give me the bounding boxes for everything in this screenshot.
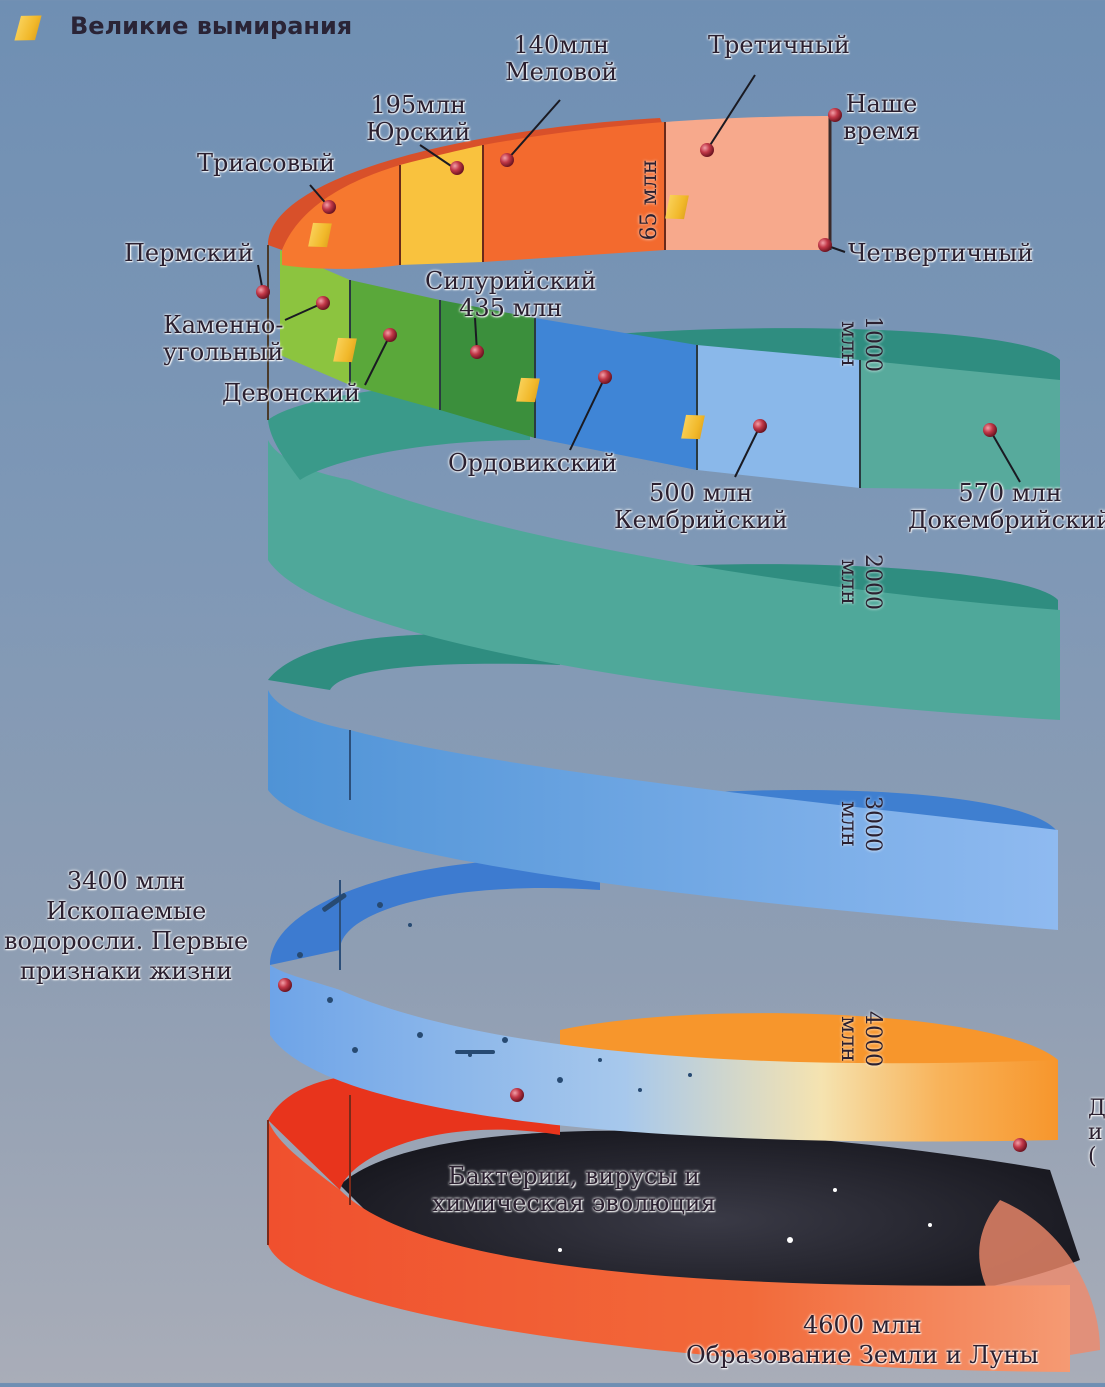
marker-cretaceous — [500, 153, 514, 167]
label-first-life: 3400 млн Ископаемые водоросли. Первые пр… — [4, 866, 248, 986]
label-now: Наше время — [843, 91, 920, 145]
label-1000-line2: млн — [836, 321, 861, 367]
label-carboniferous-line1: Каменно- — [163, 311, 284, 339]
marker-quaternary — [818, 238, 832, 252]
band-3400-back — [270, 858, 600, 965]
band-life — [270, 965, 1058, 1142]
band-earth-formation — [268, 1120, 1070, 1372]
label-precambrian-name: Докембрийский — [908, 506, 1105, 534]
label-life-line4: признаки жизни — [19, 957, 233, 985]
period-markers — [256, 108, 1027, 1152]
fossil-specks — [297, 893, 692, 1092]
marker-permian — [256, 285, 270, 299]
label-precambrian: 570 млн Докембрийский — [908, 480, 1105, 534]
marker-bacteria — [510, 1088, 524, 1102]
label-4000-million: 4000 млн — [836, 1009, 885, 1069]
label-cretaceous: 140млн Меловой — [505, 32, 617, 86]
extinction-diamond-icon — [681, 414, 705, 440]
marker-precambrian — [983, 423, 997, 437]
extinction-diamond-icon — [665, 194, 689, 220]
legend-label: Великие вымирания — [70, 12, 353, 40]
label-carboniferous-line2: угольный — [163, 338, 284, 366]
label-life-line3: водоросли. Первые — [4, 927, 249, 955]
label-bacteria: Бактерии, вирусы и химическая эволюция — [432, 1163, 716, 1217]
label-bacteria-line1: Бактерии, вирусы и — [447, 1162, 701, 1190]
marker-silurian — [470, 345, 484, 359]
label-jurassic-age: 195млн — [370, 91, 467, 119]
label-silurian: Силурийский 435 млн — [425, 268, 597, 322]
label-2000-line2: млн — [836, 559, 861, 605]
marker-earth-cut — [1013, 1138, 1027, 1152]
marker-carboniferous — [316, 296, 330, 310]
label-cut-line1: Д — [1088, 1096, 1105, 1121]
label-now-line2: время — [843, 117, 920, 145]
marker-cambrian — [753, 419, 767, 433]
label-silurian-name: Силурийский — [425, 267, 597, 295]
marker-now — [828, 108, 842, 122]
label-life-line2: Ископаемые — [45, 897, 207, 925]
band-1000-back — [600, 328, 1060, 385]
band-devonian — [350, 280, 440, 410]
marker-jurassic — [450, 161, 464, 175]
label-cretaceous-name: Меловой — [505, 58, 618, 86]
label-cambrian-name: Кембрийский — [614, 506, 788, 534]
label-cut-line2: и — [1088, 1120, 1103, 1145]
label-1000-line1: 1000 — [860, 316, 885, 372]
label-carboniferous: Каменно- угольный — [163, 312, 284, 366]
band-cretaceous — [483, 122, 665, 262]
band-precambrian — [860, 360, 1060, 490]
label-bacteria-line2: химическая эволюция — [432, 1189, 716, 1217]
band-cambrian — [697, 345, 860, 488]
label-quaternary: Четвертичный — [848, 239, 1034, 267]
band-2000 — [268, 440, 1060, 720]
label-3000-million: 3000 млн — [836, 794, 885, 854]
band-silurian — [440, 300, 535, 438]
label-jurassic: 195млн Юрский — [366, 92, 470, 146]
marker-triassic — [322, 200, 336, 214]
label-permian: Пермский — [124, 239, 254, 267]
label-4000-line1: 4000 — [860, 1011, 885, 1067]
label-earth-name: Образование Земли и Луны — [686, 1341, 1039, 1369]
label-2000-million: 2000 млн — [836, 552, 885, 612]
label-cambrian-age: 500 млн — [649, 479, 753, 507]
extinction-diamond-icon — [308, 222, 332, 248]
label-life-line1: 3400 млн — [66, 867, 186, 895]
label-cambrian: 500 млн Кембрийский — [614, 480, 788, 534]
marker-ordovician — [598, 370, 612, 384]
extinction-diamond-icon — [333, 337, 357, 363]
extinction-diamond-icon — [516, 377, 540, 403]
label-1000-million: 1000 млн — [836, 314, 885, 374]
marker-life — [278, 978, 292, 992]
label-3000-line2: млн — [836, 801, 861, 847]
band-carboniferous — [280, 250, 350, 385]
label-devonian: Девонский — [222, 379, 361, 407]
band-tertiary — [665, 116, 830, 250]
band-3000 — [268, 690, 1058, 930]
label-3000-line1: 3000 — [860, 796, 885, 852]
band-jurassic — [400, 145, 483, 265]
label-cretaceous-age: 140млн — [513, 31, 610, 59]
label-triassic: Триасовый — [197, 149, 336, 177]
label-4000-line2: млн — [836, 1016, 861, 1062]
diamond-icon — [14, 15, 42, 41]
label-cut-off: Д и ( — [1088, 1097, 1105, 1169]
label-2000-line1: 2000 — [860, 554, 885, 610]
label-tertiary: Третичный — [708, 31, 850, 59]
marker-devonian — [383, 328, 397, 342]
label-earth-age: 4600 млн — [802, 1311, 922, 1339]
label-silurian-age: 435 млн — [459, 294, 563, 322]
band-ordovician — [535, 318, 697, 470]
label-precambrian-age: 570 млн — [958, 479, 1062, 507]
label-65-million: 65 млн — [637, 159, 662, 241]
label-earth-formation: 4600 млн Образование Земли и Луны — [686, 1310, 1039, 1370]
marker-tertiary — [700, 143, 714, 157]
leader-lines — [257, 74, 1021, 483]
label-ordovician: Ордовикский — [448, 449, 618, 477]
label-jurassic-name: Юрский — [366, 118, 471, 146]
extinction-diamonds — [308, 194, 705, 440]
label-now-line1: Наше — [845, 90, 918, 118]
label-cut-line3: ( — [1088, 1144, 1097, 1169]
